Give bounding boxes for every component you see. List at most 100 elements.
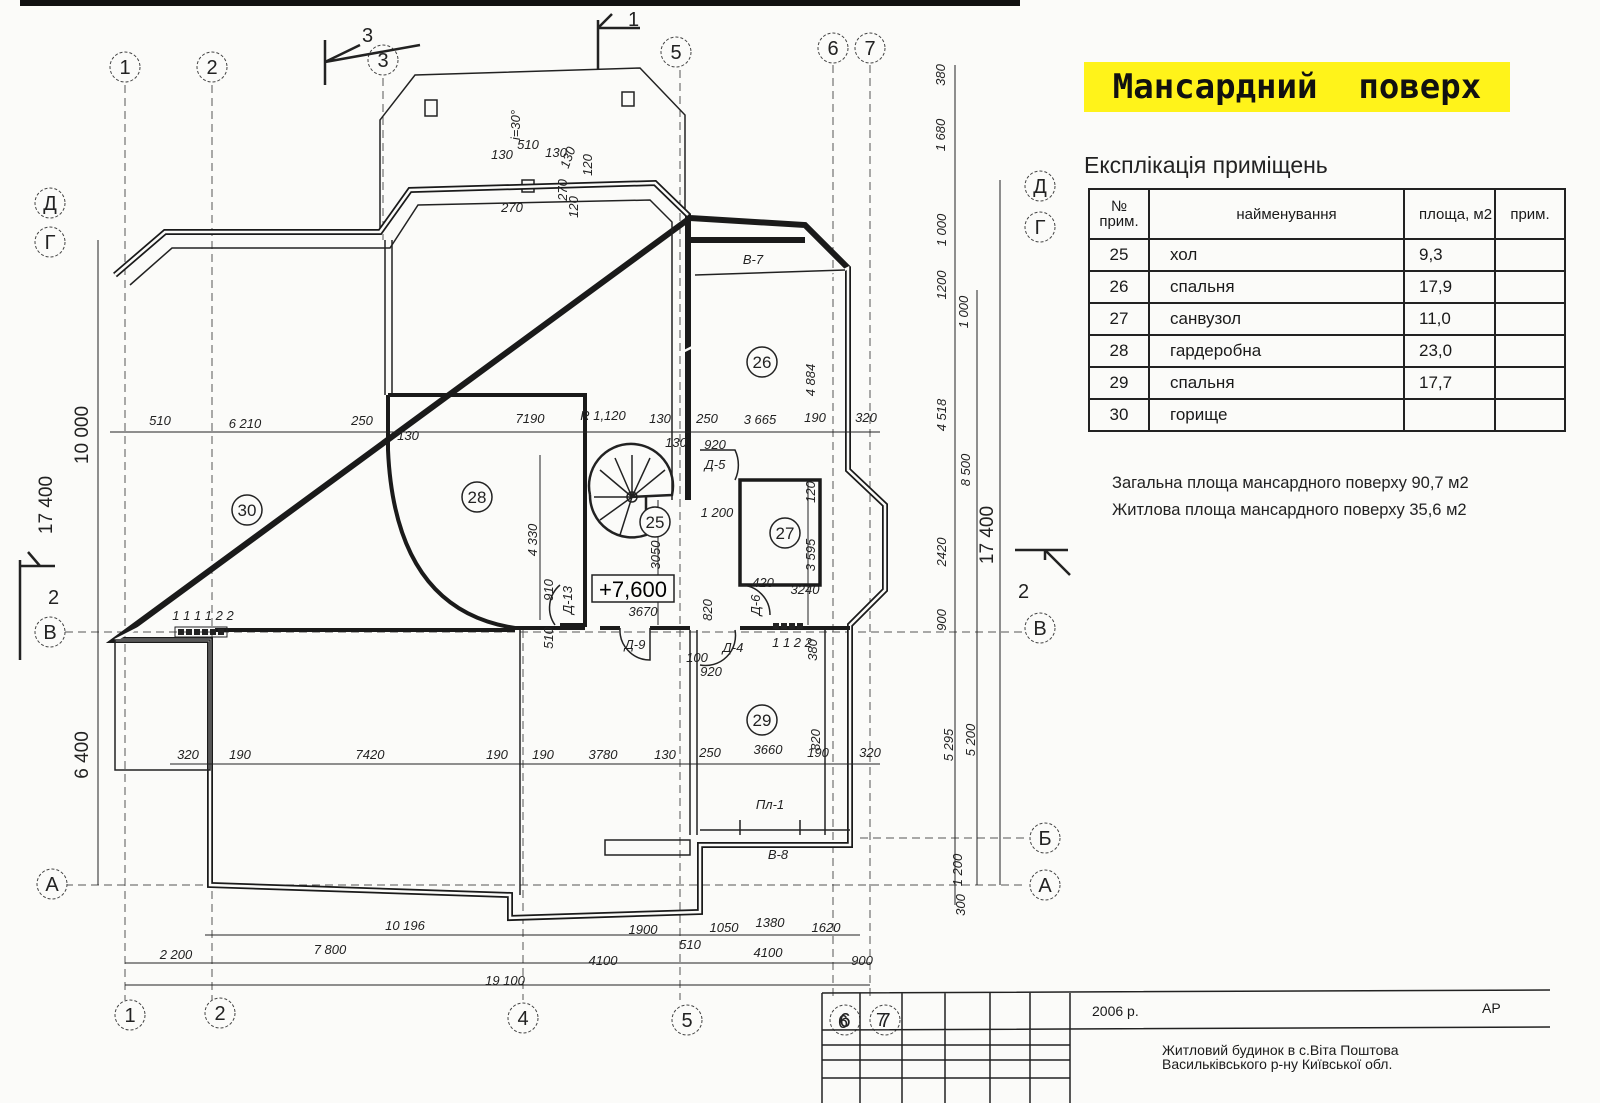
dimension-label: Д-4 — [721, 640, 744, 655]
dimension-label: 3780 — [589, 747, 619, 762]
dimension-label: 1200 — [934, 270, 949, 300]
cell-area: 11,0 — [1403, 302, 1496, 336]
section-label: 2 — [48, 587, 59, 609]
axis-bubble — [1029, 822, 1061, 854]
table-header: № прим. найменування площа, м2 прим. — [1088, 188, 1566, 240]
axis-label: Г — [45, 232, 56, 254]
dimension-label: 1620 — [812, 920, 842, 935]
cell-area: 17,9 — [1403, 270, 1496, 304]
cell-num: 27 — [1088, 302, 1150, 336]
dimension-label: 190 — [532, 747, 554, 762]
cell-name: хол — [1148, 238, 1405, 272]
room-number-circle — [461, 481, 493, 513]
dimension-label: 380 — [933, 63, 948, 85]
axis-bubble — [507, 1002, 539, 1034]
dimension-label: 3670 — [629, 604, 659, 619]
explication-title: Експлікація приміщень — [1084, 152, 1328, 178]
dimension-label: i=30° — [508, 110, 523, 140]
interior-walls — [114, 240, 850, 895]
room-number-circle — [746, 346, 778, 378]
axis-bubble — [1029, 869, 1061, 901]
cell-area: 9,3 — [1403, 238, 1496, 272]
axis-bubble — [1024, 170, 1056, 202]
dimension-label: 120 — [580, 153, 595, 175]
dimension-label: 130 — [654, 747, 676, 762]
section-label: 3 — [362, 25, 373, 47]
title-block-axis: 6 — [838, 1012, 848, 1032]
address-line: Житловий будинок в с.Віта Поштова — [1162, 1042, 1399, 1058]
dimension-label: 250 — [698, 745, 721, 760]
dimension-label: 6 210 — [229, 416, 262, 431]
axis-bubble — [34, 226, 66, 258]
dimension-label: 900 — [851, 953, 873, 968]
dimension-label: 120 — [566, 195, 581, 217]
cell-note — [1494, 366, 1566, 400]
axis-bubble — [660, 36, 692, 68]
dimension-label: 2 200 — [159, 947, 193, 962]
dimension-label: 3660 — [754, 742, 784, 757]
dimension-label: 17 400 — [977, 506, 998, 564]
dimension-label: 510 — [517, 137, 539, 152]
axis-label: 2 — [214, 1003, 225, 1025]
cell-num: 29 — [1088, 366, 1150, 400]
cell-area: 23,0 — [1403, 334, 1496, 368]
dimension-label: 10 000 — [72, 406, 93, 464]
axis-bubble — [1024, 612, 1056, 644]
cell-name: санвузол — [1148, 302, 1405, 336]
dimension-label: 5 295 — [941, 728, 956, 761]
dimension-label: 1 000 — [934, 213, 949, 246]
dimension-label: 510 — [679, 937, 701, 952]
axis-label: 1 — [119, 57, 130, 79]
axis-label: 6 — [839, 1010, 850, 1032]
dimension-label: 120 — [803, 480, 818, 502]
axis-label: 7 — [879, 1010, 890, 1032]
dimension-label: 130 — [397, 428, 419, 443]
room-number: 28 — [468, 488, 487, 507]
room-number-circle — [231, 494, 263, 526]
dimension-label: 130 — [665, 435, 687, 450]
floor-title-banner: Мансардний поверх — [1084, 62, 1510, 112]
dimension-label: 4 330 — [525, 523, 540, 556]
dimension-label: 6 400 — [72, 731, 93, 779]
dimension-label: 1050 — [710, 920, 740, 935]
living-area: Житлова площа мансардного поверху 35,6 м… — [1112, 501, 1467, 519]
dimension-label: 380 — [805, 638, 820, 660]
room-number-circle — [769, 517, 801, 549]
axis-label: А — [45, 874, 59, 896]
dimension-label: 1900 — [629, 922, 659, 937]
title-block-year: 2006 р. — [1092, 1003, 1139, 1019]
axis-bubble — [204, 997, 236, 1029]
title-block-grid — [821, 989, 1551, 1103]
cell-note — [1494, 238, 1566, 272]
dimension-label: 2420 — [934, 537, 949, 568]
vent-blocks — [174, 623, 803, 638]
dimension-label: 900 — [934, 608, 949, 630]
axis-label: 5 — [670, 42, 681, 64]
title-block-axis: 7 — [876, 1010, 886, 1030]
dimension-label: 1 200 — [950, 853, 965, 886]
dimension-label: 3240 — [791, 582, 821, 597]
dimension-label: 130 — [491, 147, 513, 162]
cell-name: горище — [1148, 398, 1405, 432]
dimension-label: 270 — [500, 200, 523, 215]
header-area: площа, м2 — [1403, 188, 1496, 240]
dimension-label: 320 — [855, 410, 877, 425]
dimension-label: 3 665 — [744, 412, 777, 427]
dimension-label: 820 — [700, 598, 715, 620]
roof-bay-outline — [379, 67, 686, 232]
dimension-label: 420 — [752, 575, 774, 590]
cell-num: 30 — [1088, 398, 1150, 432]
cell-note — [1494, 398, 1566, 432]
floor-title: Мансардний поверх — [1112, 67, 1482, 107]
cell-area: 17,7 — [1403, 366, 1496, 400]
cell-name: спальня — [1148, 366, 1405, 400]
dimension-label: 4100 — [754, 945, 784, 960]
cell-num: 26 — [1088, 270, 1150, 304]
axis-bubble — [34, 616, 66, 648]
dimension-label: Пл-1 — [756, 797, 784, 812]
axis-label: Д — [1033, 176, 1047, 198]
